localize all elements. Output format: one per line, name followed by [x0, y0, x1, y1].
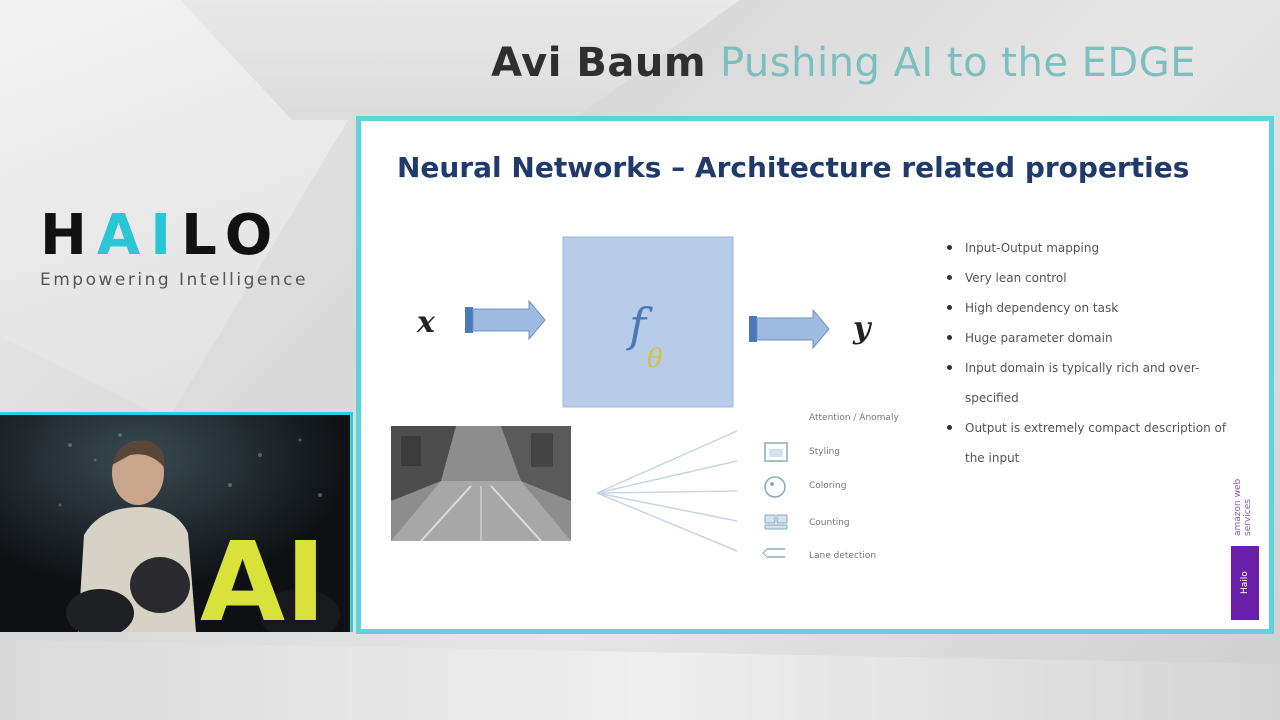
background-facet	[0, 640, 1280, 720]
stage-screen-text: AI	[200, 518, 326, 632]
audience-head	[130, 557, 190, 613]
image-icon	[764, 442, 788, 462]
input-arrow	[465, 299, 546, 341]
speaker-name: Avi Baum	[491, 40, 707, 86]
list-item: Input domain is typically rich and over-…	[943, 353, 1243, 413]
logo-tagline: Empowering Intelligence	[40, 270, 308, 290]
task-label: Attention / Anomaly	[809, 413, 899, 423]
nn-diagram: f θ	[391, 236, 830, 558]
hailo-logo: HAILO Empowering Intelligence	[40, 203, 320, 291]
presentation-slide: Neural Networks – Architecture related p…	[356, 116, 1274, 634]
slide-title: Neural Networks – Architecture related p…	[397, 151, 1190, 184]
task-label: Coloring	[809, 481, 847, 491]
hailo-side-badge: Hailo	[1231, 546, 1259, 620]
camera-scene: AI	[0, 415, 350, 632]
speaker-hair	[112, 440, 165, 467]
talk-headline: Avi Baum Pushing AI to the EDGE	[491, 40, 1196, 86]
list-item: Input-Output mapping	[943, 233, 1243, 263]
task-fanout-lines	[596, 430, 738, 552]
list-item: Huge parameter domain	[943, 323, 1243, 353]
function-box	[562, 236, 734, 408]
audience-head	[66, 589, 134, 632]
function-subscript: θ	[647, 344, 663, 374]
lane-icon	[762, 548, 785, 558]
audience-head	[260, 589, 340, 632]
list-item: High dependency on task	[943, 293, 1243, 323]
talk-title: Pushing AI to the EDGE	[720, 40, 1196, 86]
properties-list: Input-Output mapping Very lean control H…	[943, 233, 1243, 473]
aws-side-logo: amazon web services	[1233, 478, 1253, 536]
grid-icon	[764, 514, 788, 530]
logo-wordmark: HAILO	[40, 203, 283, 268]
list-item: Very lean control	[943, 263, 1243, 293]
task-label: Styling	[809, 447, 840, 457]
speaker-camera-feed: AI	[0, 412, 353, 632]
list-item: Output is extremely compact description …	[943, 413, 1243, 473]
palette-icon	[764, 476, 786, 498]
street-scene-image	[391, 426, 571, 542]
output-arrow	[749, 308, 830, 350]
output-variable: y	[853, 311, 871, 346]
input-variable: x	[417, 305, 435, 340]
task-label: Lane detection	[809, 551, 877, 561]
task-label: Counting	[809, 518, 850, 528]
